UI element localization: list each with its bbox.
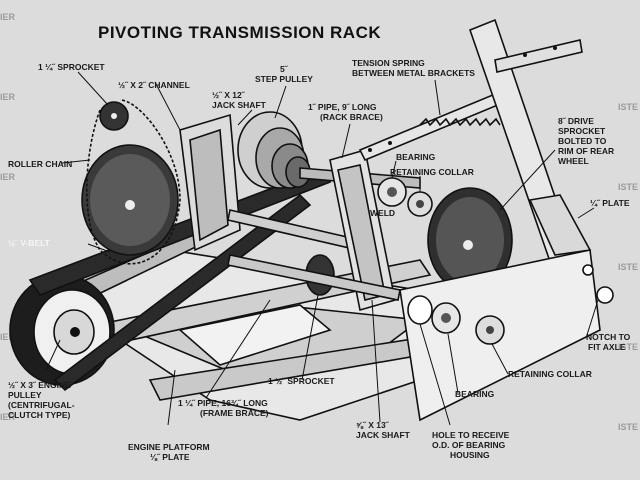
watermark-left: IER — [0, 12, 16, 22]
label-engine-platform-2: ⅛˝ PLATE — [150, 452, 190, 462]
watermark-right: ISTE — [618, 262, 638, 272]
watermark-right: ISTE — [618, 182, 638, 192]
label-tension-spring: TENSION SPRING — [352, 58, 425, 68]
labels: 1 ¼˝ SPROCKET ½˝ x 2˝ CHANNEL ½˝ x 12˝ J… — [8, 58, 631, 462]
label-lower-retaining-collar: RETAINING COLLAR — [508, 369, 592, 379]
label-jack-shaft-top-2: JACK SHAFT — [212, 100, 267, 110]
lower-bearing — [431, 302, 461, 334]
label-tension-spring-2: BETWEEN METAL BRACKETS — [352, 68, 475, 78]
label-drive-sprocket-2: SPROCKET — [558, 126, 606, 136]
channel-rack — [179, 113, 241, 252]
label-drive-sprocket-3: BOLTED TO — [558, 136, 607, 146]
label-notch-2: FIT AXLE — [588, 342, 626, 352]
label-lower-jack-shaft-2: JACK SHAFT — [356, 430, 411, 440]
watermark: IER IER IER IER IER ISTE ISTE ISTE ISTE … — [0, 12, 638, 432]
label-step-pulley-size: 5˝ — [280, 64, 289, 74]
bearing-hole — [407, 295, 433, 325]
label-engine-platform: ENGINE PLATFORM — [128, 442, 210, 452]
label-frame-brace: 1 ¼˝ PIPE, 16¾˝ LONG — [178, 398, 268, 408]
label-drive-sprocket-4: RIM OF REAR — [558, 146, 614, 156]
roller-chain — [86, 99, 181, 265]
label-drive-sprocket-5: WHEEL — [558, 156, 589, 166]
label-engine-pulley-3: (CENTRIFUGAL- — [8, 400, 75, 410]
watermark-right: ISTE — [618, 342, 638, 352]
label-hole: HOLE TO RECEIVE — [432, 430, 510, 440]
lower-jack-shaft — [227, 254, 401, 301]
label-engine-pulley-1: ½˝ x 3˝ ENGINE — [8, 380, 71, 390]
lower-retaining-collar — [475, 315, 505, 345]
label-upper-bearing: BEARING — [396, 152, 436, 162]
label-step-pulley: STEP PULLEY — [255, 74, 313, 84]
upper-retaining-collar — [407, 191, 433, 217]
label-v-belt: ½˝ V-BELT — [8, 238, 51, 248]
watermark-left: IER — [0, 92, 16, 102]
label-channel: ½˝ x 2˝ CHANNEL — [118, 80, 190, 90]
diagram-title: PIVOTING TRANSMISSION RACK — [98, 23, 381, 42]
engine-pulley — [9, 274, 115, 386]
step-pulley — [237, 111, 311, 189]
label-rack-brace-2: (RACK BRACE) — [320, 112, 383, 122]
large-sprocket — [81, 144, 179, 256]
label-mid-sprocket: 1 ½˝ SPROCKET — [268, 376, 335, 386]
axle-notch — [582, 264, 614, 304]
label-rack-brace: 1˝ PIPE, 9˝ LONG — [308, 102, 377, 112]
small-sprocket — [99, 101, 129, 131]
label-small-sprocket: 1 ¼˝ SPROCKET — [38, 62, 105, 72]
watermark-left: IER — [0, 332, 16, 342]
label-engine-pulley-4: CLUTCH TYPE) — [8, 410, 71, 420]
label-hole-3: HOUSING — [450, 450, 490, 460]
drive-sprocket — [427, 187, 513, 293]
watermark-left: IER — [0, 412, 16, 422]
label-weld: WELD — [370, 208, 395, 218]
tension-spring — [419, 117, 501, 127]
label-engine-pulley-2: PULLEY — [8, 390, 42, 400]
label-jack-shaft-top: ½˝ x 12˝ — [212, 90, 246, 100]
label-lower-jack-shaft: ⅝˝ x 13˝ — [356, 420, 390, 430]
label-drive-sprocket-1: 8˝ DRIVE — [558, 116, 594, 126]
label-frame-brace-2: (FRAME BRACE) — [200, 408, 269, 418]
label-quarter-plate: ¼˝ PLATE — [590, 198, 630, 208]
watermark-right: ISTE — [618, 422, 638, 432]
watermark-left: IER — [0, 172, 16, 182]
watermark-right: ISTE — [618, 102, 638, 112]
label-lower-bearing: BEARING — [455, 389, 495, 399]
upper-bearing — [377, 177, 407, 207]
tension-bracket — [358, 90, 507, 162]
label-roller-chain: ROLLER CHAIN — [8, 159, 72, 169]
label-notch: NOTCH TO — [586, 332, 631, 342]
label-upper-retaining-collar: RETAINING COLLAR — [390, 167, 474, 177]
leader-lines — [45, 71, 599, 426]
label-hole-2: O.D. OF BEARING — [432, 440, 506, 450]
